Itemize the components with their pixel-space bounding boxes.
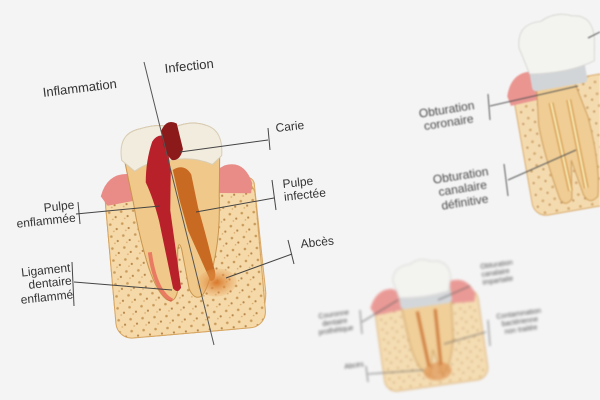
label-obturation-impartaite: Obturation canalaire impartaite [480, 259, 516, 287]
label-couronne: Couronne dentaire prothétique [316, 309, 354, 337]
divider-line [143, 61, 215, 346]
inflamed-pulp [145, 135, 182, 292]
abscess [196, 268, 237, 297]
prosthetic-crown [518, 13, 595, 75]
infected-pulp [172, 167, 216, 282]
caries-cavity [161, 121, 183, 161]
